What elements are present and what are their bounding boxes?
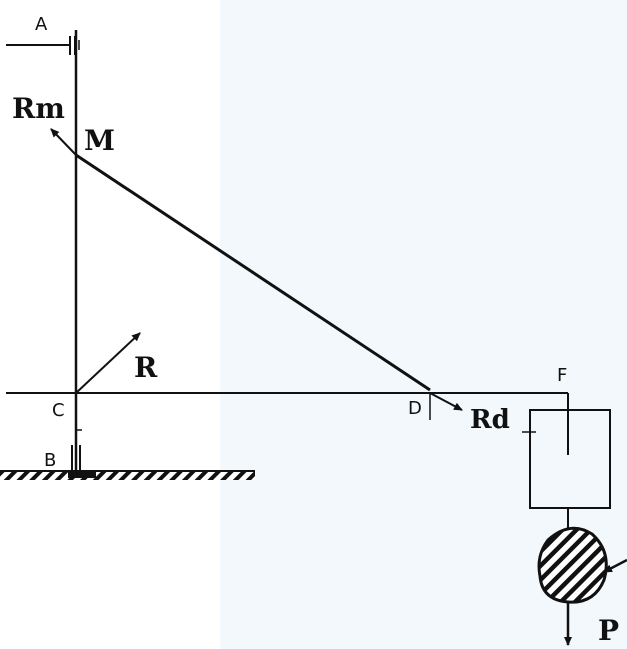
label-a: A xyxy=(35,14,48,35)
load-box xyxy=(529,409,611,509)
label-d: D xyxy=(408,398,422,419)
weight-side-arrow xyxy=(603,558,627,574)
force-rm-arrow xyxy=(50,128,77,156)
label-p: P xyxy=(598,614,619,647)
label-m: M xyxy=(84,124,115,157)
label-rm: Rm xyxy=(12,92,65,125)
label-c: C xyxy=(52,400,65,421)
force-rd-arrow xyxy=(429,392,463,411)
label-rd: Rd xyxy=(470,405,510,435)
force-r-arrow xyxy=(75,332,141,394)
label-f: F xyxy=(557,365,567,386)
hanging-weight xyxy=(537,526,608,604)
inclined-member xyxy=(75,153,431,392)
support-b-base xyxy=(68,470,96,478)
label-r: R xyxy=(134,351,158,384)
ground-hatch xyxy=(0,471,255,480)
label-b: B xyxy=(44,450,56,471)
